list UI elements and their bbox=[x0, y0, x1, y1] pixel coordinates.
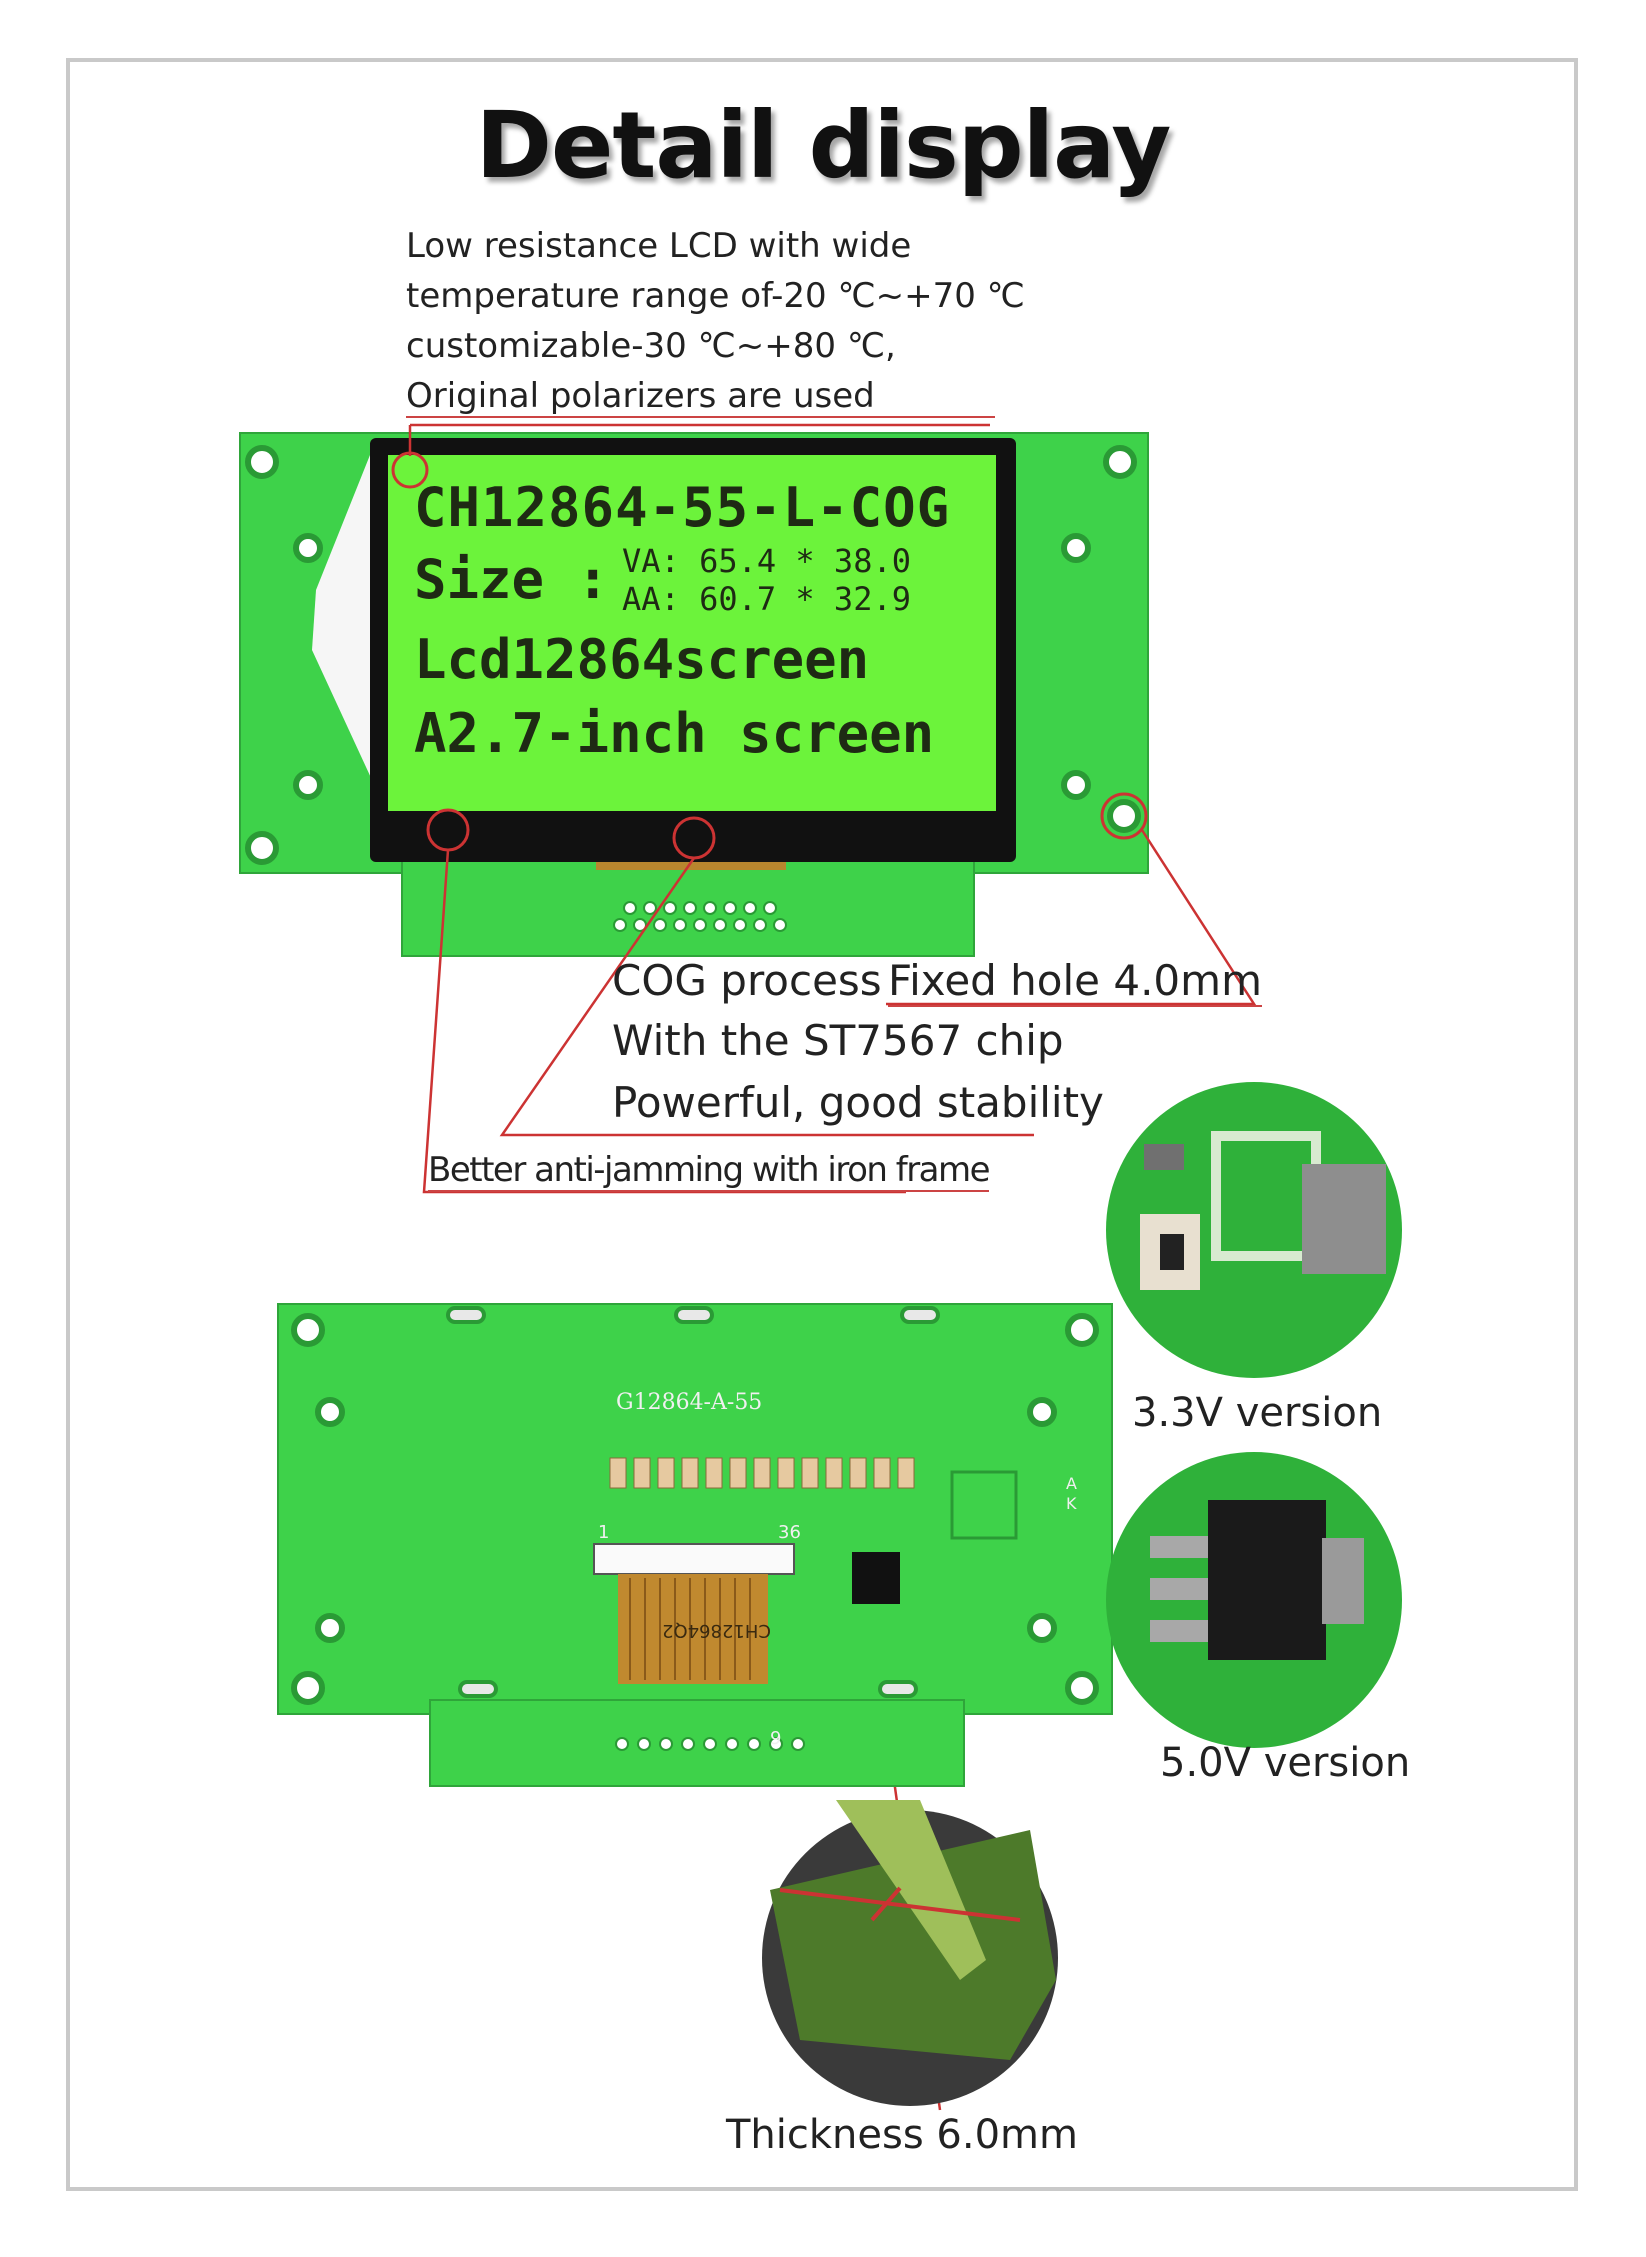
lcd-line-2-aa: AA: 60.7 * 32.9 bbox=[622, 580, 911, 618]
lcd-line-2-label: Size : bbox=[414, 548, 610, 611]
detail-5v0 bbox=[1106, 1452, 1402, 1748]
pin-label-36: 36 bbox=[778, 1522, 801, 1543]
lcd-line-3: Lcd12864screen bbox=[414, 628, 870, 691]
label-stability: Powerful, good stability bbox=[612, 1078, 1104, 1127]
label-fixed-hole: Fixed hole 4.0mm bbox=[888, 956, 1262, 1007]
page-title: Detail display bbox=[475, 92, 1172, 199]
detail-3v3 bbox=[1106, 1082, 1402, 1378]
label-5v0-version: 5.0V version bbox=[1160, 1740, 1411, 1786]
spec-line-3: customizable-30 ℃~+80 ℃, bbox=[406, 326, 896, 366]
pin-label-9: 9 bbox=[770, 1728, 782, 1749]
lcd-line-2-va: VA: 65.4 * 38.0 bbox=[622, 542, 911, 580]
board-model: G12864-A-55 bbox=[616, 1390, 763, 1415]
label-3v3-version: 3.3V version bbox=[1132, 1390, 1383, 1436]
lcd-panel bbox=[388, 455, 996, 811]
pin-label-1: 1 bbox=[598, 1522, 610, 1543]
label-iron-frame: Better anti-jamming with iron frame bbox=[428, 1150, 991, 1192]
pin-label-k: K bbox=[1066, 1494, 1077, 1513]
spec-line-2: temperature range of-20 ℃~+70 ℃ bbox=[406, 276, 1025, 316]
spec-line-1: Low resistance LCD with wide bbox=[406, 226, 912, 266]
pin-label-a: A bbox=[1066, 1474, 1077, 1493]
detail-thickness bbox=[762, 1800, 1058, 2106]
lcd-line-4: A2.7-inch screen bbox=[414, 702, 935, 765]
label-cog-process: COG process bbox=[612, 956, 882, 1005]
outer-frame bbox=[66, 58, 1578, 2191]
label-thickness: Thickness 6.0mm bbox=[726, 2112, 1078, 2158]
spec-line-4: Original polarizers are used bbox=[406, 376, 995, 418]
label-chip: With the ST7567 chip bbox=[612, 1016, 1064, 1065]
back-pcb bbox=[277, 1303, 1113, 1787]
fpc-label: CH12864Q2 bbox=[662, 1620, 771, 1641]
lcd-line-1: CH12864-55-L-COG bbox=[414, 476, 951, 539]
